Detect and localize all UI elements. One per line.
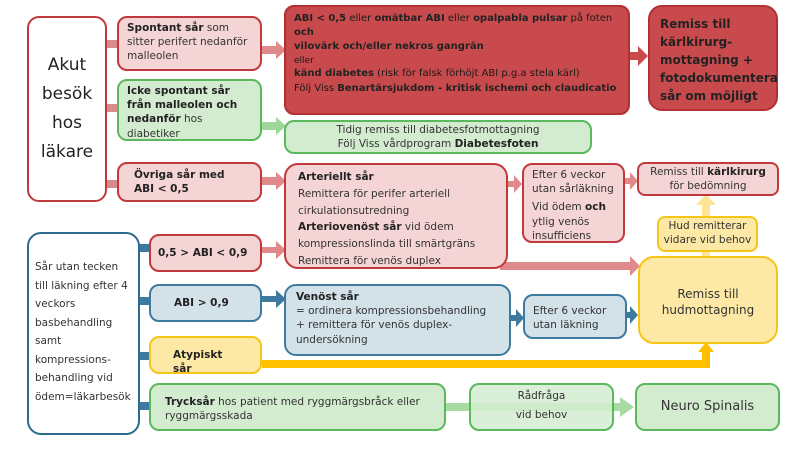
arterial-text-3: Remittera för venös duplex — [298, 254, 441, 267]
arrow-venous-after6 — [509, 309, 524, 327]
abi-mid-text: 0,5 > ABI < 0,9 — [158, 247, 248, 259]
other-abi-box: Övriga sår med ABI < 0,5 — [117, 162, 262, 202]
connector-acute-nonspontaneous — [105, 104, 118, 112]
derm-forward-text: Hud remitterar vidare vid behov — [663, 220, 752, 247]
vascular-assessment-line-1: Remiss till kärlkirurg — [650, 166, 766, 178]
after6-arterial-line-2: Vid ödem och ytlig venös insufficiens — [532, 201, 606, 242]
venous-title: Venöst sår — [296, 291, 359, 303]
connector-nonhealing-abihigh — [138, 297, 150, 305]
connector-acute-other — [105, 180, 118, 188]
arterial-title: Arteriellt sår — [298, 171, 374, 183]
critical-line-2: och — [294, 27, 314, 39]
vascular-assessment-line-2: för bedömning — [669, 180, 747, 193]
after-6-weeks-arterial-box: Efter 6 veckor utan sårläkning Vid ödem … — [522, 163, 625, 243]
venous-wound-box: Venöst sår = ordinera kompressionsbehand… — [284, 284, 511, 356]
critical-line-6: Följ Viss Benartärsjukdom - kritisk isch… — [294, 82, 617, 94]
diabetes-referral-box: Tidig remiss till diabetesfotmottagning … — [284, 120, 592, 154]
diabetes-referral-line-2: Följ Viss vårdprogram Diabetesfoten — [337, 138, 539, 151]
abi-high-text: ABI > 0,9 — [174, 297, 229, 309]
abi-mid-box: 0,5 > ABI < 0,9 — [149, 234, 262, 272]
after6-venous-text: Efter 6 veckor utan läkning — [533, 305, 607, 332]
nonhealing-text: Sår utan tecken till läkning efter 4 vec… — [35, 261, 131, 404]
nonspontaneous-text: hos diabetiker — [127, 113, 203, 140]
consult-box: Rådfråga vid behov — [469, 383, 614, 431]
after-6-weeks-venous-box: Efter 6 veckor utan läkning — [523, 294, 627, 339]
pressure-text: hos patient med ryggmärgsbråck eller ryg… — [165, 396, 420, 423]
arrow-other-arterial — [262, 172, 286, 190]
venous-line-2: + remittera för venös duplex-undersöknin… — [296, 319, 453, 346]
arrow-abihigh-venous — [262, 290, 286, 308]
spontaneous-wound-box: Spontant sår som sitter perifert nedanfö… — [117, 16, 262, 71]
atypical-wound-box: Atypiskt sår — [149, 336, 262, 376]
connector-nonhealing-abimid — [138, 244, 150, 252]
abi-high-box: ABI > 0,9 — [149, 284, 262, 322]
arrow-critical-vascular — [630, 46, 648, 66]
vascular-assessment-box: Remiss till kärlkirurg för bedömning — [637, 162, 779, 196]
arteriovenous-title: Arteriovenöst sår — [298, 221, 402, 234]
diabetes-referral-line-1: Tidig remiss till diabetesfotmottagning — [336, 124, 540, 136]
vascular-referral-box: Remiss till kärlkirurg-mottagning + foto… — [648, 5, 778, 111]
spontaneous-text: som sitter perifert nedanför malleolen — [127, 22, 248, 63]
connector-acute-spontaneous — [105, 40, 118, 48]
arrow-nonspontaneous-diabetes — [262, 117, 286, 135]
critical-ischemia-box: ABI < 0,5 eller omätbar ABI eller opalpa… — [284, 5, 630, 115]
acute-visit-title: Akut besök hos läkare — [40, 55, 94, 162]
critical-line-5: känd diabetes (risk för falsk förhöjt AB… — [294, 68, 580, 80]
connector-nonhealing-pressure — [138, 402, 150, 410]
arrow-pressure-neuro — [620, 397, 634, 417]
nonspontaneous-bold: Icke spontant sår från malleolen och ned… — [127, 85, 238, 126]
other-abi-text: Övriga sår med ABI < 0,5 — [134, 169, 225, 196]
arterial-text-1: Remittera för perifer arteriell cirkulat… — [298, 187, 451, 217]
pressure-wound-box: Trycksår hos patient med ryggmärgsbråck … — [149, 383, 446, 431]
derm-referral-box: Remiss till hudmottagning — [638, 256, 778, 344]
arrow-after6-derm — [624, 306, 638, 324]
vascular-referral-text: Remiss till kärlkirurg-mottagning + foto… — [660, 17, 778, 103]
after6-arterial-line-1: Efter 6 veckor utan sårläkning — [532, 169, 614, 196]
critical-line-3: vilovärk och/eller nekros gangrän — [294, 41, 484, 53]
derm-forward-box: Hud remitterar vidare vid behov — [657, 216, 758, 252]
arrow-spontaneous-critical — [262, 41, 286, 59]
acute-visit-box: Akut besök hos läkare — [27, 16, 107, 202]
spontaneous-bold: Spontant sår — [127, 22, 204, 34]
arteriovenous-text: vid ödem kompressionslinda till smärtgrä… — [298, 221, 476, 251]
arrow-abimid-arterial — [262, 241, 286, 259]
line-atypical-derm — [262, 350, 710, 368]
arrow-atypical-derm — [698, 342, 714, 352]
venous-line-1: = ordinera kompressionsbehandling — [296, 305, 487, 318]
critical-line-1: ABI < 0,5 eller omätbar ABI eller opalpa… — [294, 13, 613, 24]
nonhealing-wound-box: Sår utan tecken till läkning efter 4 vec… — [27, 232, 140, 435]
connector-nonhealing-atypical — [138, 352, 150, 360]
arrow-after6-vascular — [624, 172, 638, 190]
arrow-arterial-derm — [500, 256, 640, 276]
critical-line-4: eller — [294, 55, 314, 66]
pressure-bold: Trycksår — [165, 396, 215, 408]
atypical-text: Atypiskt sår — [173, 349, 223, 376]
consult-line-2: vid behov — [515, 408, 568, 421]
nonspontaneous-wound-box: Icke spontant sår från malleolen och ned… — [117, 79, 262, 141]
derm-referral-text: Remiss till hudmottagning — [661, 287, 755, 318]
neuro-spinalis-box: Neuro Spinalis — [635, 383, 780, 431]
neuro-spinalis-text: Neuro Spinalis — [660, 399, 755, 415]
arrow-arterial-after6 — [507, 175, 522, 193]
consult-line-1: Rådfråga — [517, 390, 566, 402]
arterial-wound-box: Arteriellt sår Remittera för perifer art… — [284, 163, 508, 269]
